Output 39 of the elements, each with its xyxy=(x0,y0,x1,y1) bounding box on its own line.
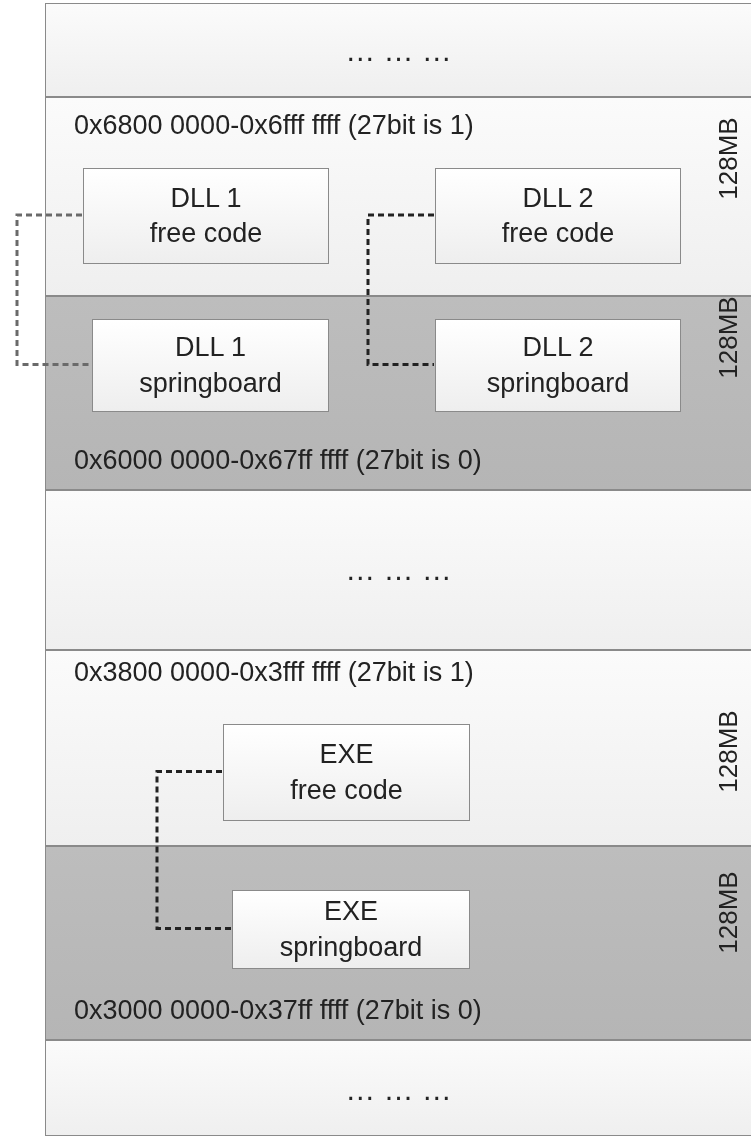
code-label: springboard xyxy=(139,366,282,400)
ellipsis-text: … … … xyxy=(344,34,453,68)
memory-region xyxy=(45,650,751,846)
size-label: 128MB xyxy=(712,870,744,954)
module-name: DLL 1 xyxy=(174,331,246,365)
size-label: 128MB xyxy=(712,295,744,379)
code-label: springboard xyxy=(279,930,423,964)
address-range-label: 0x6000 0000-0x67ff ffff (27bit is 0) xyxy=(74,445,483,476)
code-label: free code xyxy=(501,217,615,250)
memory-region xyxy=(45,1040,751,1136)
address-range-label: 0x6800 0000-0x6fff ffff (27bit is 1) xyxy=(74,110,475,141)
connector-line xyxy=(155,770,231,930)
code-box xyxy=(83,168,329,264)
code-box xyxy=(232,890,470,969)
code-label: free code xyxy=(149,217,263,250)
module-name: EXE xyxy=(324,895,378,929)
code-box xyxy=(435,319,681,412)
ellipsis-text: … … … xyxy=(344,553,453,587)
address-range-label: 0x3000 0000-0x37ff ffff (27bit is 0) xyxy=(74,995,483,1026)
code-box xyxy=(92,319,329,412)
code-label: springboard xyxy=(486,366,630,400)
memory-region xyxy=(45,3,751,97)
memory-region xyxy=(45,97,751,296)
code-box xyxy=(223,724,470,821)
memory-region xyxy=(45,296,751,490)
ellipsis-text: … … … xyxy=(344,1073,453,1107)
module-name: DLL 2 xyxy=(522,331,594,365)
code-label: free code xyxy=(290,773,403,807)
connector-line xyxy=(15,213,91,366)
code-box xyxy=(435,168,681,264)
module-name: DLL 2 xyxy=(522,181,594,215)
address-range-label: 0x3800 0000-0x3fff ffff (27bit is 1) xyxy=(74,657,475,688)
connector-line xyxy=(366,213,434,366)
memory-region xyxy=(45,490,751,650)
module-name: EXE xyxy=(319,738,374,772)
size-label: 128MB xyxy=(712,116,744,200)
size-label: 128MB xyxy=(712,709,744,793)
module-name: DLL 1 xyxy=(170,181,242,215)
memory-region xyxy=(45,846,751,1040)
